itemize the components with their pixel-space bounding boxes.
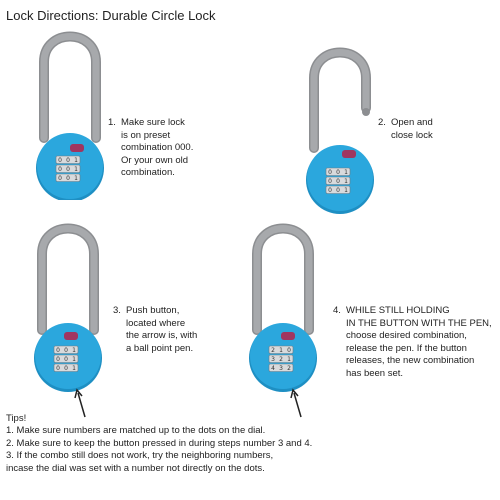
- step-text-line: a ball point pen.: [126, 342, 194, 354]
- combination-dial-row: [53, 363, 79, 372]
- combination-digit: 2: [279, 356, 283, 363]
- combination-digit: 1: [344, 178, 348, 185]
- combination-dial-row: [268, 363, 294, 372]
- step-text-line: close lock: [391, 129, 433, 141]
- combination-dial-row: [55, 164, 81, 173]
- step-text-line: is on preset: [121, 129, 171, 141]
- combination-digit: 0: [287, 347, 291, 354]
- combination-digit: 3: [279, 365, 283, 372]
- combination-dial-row: [325, 185, 351, 194]
- combination-dial-row: [55, 173, 81, 182]
- step-text-line: releases, the new combination: [346, 355, 475, 366]
- combination-digit: 0: [328, 169, 332, 176]
- step-number: 2.: [378, 117, 386, 128]
- step-number: 4.: [333, 305, 341, 316]
- step-number: 3.: [113, 305, 121, 316]
- tip-item: 1. Make sure numbers are matched up to t…: [6, 425, 266, 437]
- tips-heading: Tips!: [6, 413, 27, 424]
- combination-digit: 0: [66, 166, 70, 173]
- step-text-line: has been set.: [346, 367, 404, 379]
- combination-digit: 0: [58, 157, 62, 164]
- step-number: 1.: [108, 117, 116, 128]
- combination-digit: 2: [271, 347, 275, 354]
- page-title: Lock Directions: Durable Circle Lock: [6, 8, 216, 23]
- combination-digit: 1: [279, 347, 283, 354]
- combination-dial-row: [268, 354, 294, 363]
- step-text-line: the arrow is, with: [126, 330, 198, 341]
- step-text-line: Make sure lock: [121, 117, 185, 128]
- combination-digit: 0: [56, 347, 60, 354]
- step-text-line: IN THE BUTTON WITH THE PEN,: [346, 317, 492, 329]
- step-text-line: Or your own old: [121, 154, 189, 166]
- tip-item: 2. Make sure to keep the button pressed …: [6, 437, 313, 449]
- step-text-line: Push button,: [126, 305, 180, 316]
- step-text-line: Open and: [391, 117, 433, 128]
- step-text-line: combination 000.: [121, 142, 194, 153]
- combination-digit: 2: [287, 365, 291, 372]
- combination-digit: 0: [66, 157, 70, 164]
- combination-digit: 1: [72, 356, 76, 363]
- combination-digit: 0: [328, 187, 332, 194]
- combination-digit: 0: [66, 175, 70, 182]
- combination-dial-row: [55, 155, 81, 164]
- combination-digit: 0: [64, 365, 68, 372]
- combination-digit: 0: [336, 187, 340, 194]
- step-text-line: combination.: [121, 167, 175, 178]
- combination-digit: 1: [344, 187, 348, 194]
- tips-section: Tips! 1. Make sure numbers are matched u…: [6, 413, 312, 475]
- combination-digit: 1: [74, 166, 78, 173]
- combination-digit: 0: [64, 356, 68, 363]
- step-4: 4. WHILE STILL HOLDING IN THE BUTTON WIT…: [333, 305, 492, 380]
- tip-item: 3. If the combo still does not work, try…: [6, 450, 274, 462]
- combination-digit: 0: [58, 175, 62, 182]
- arrow-up-icon: [288, 388, 308, 425]
- combination-digit: 0: [336, 169, 340, 176]
- combination-digit: 1: [72, 365, 76, 372]
- combination-digit: 3: [271, 356, 275, 363]
- step-2: 2. Open and close lock: [378, 117, 433, 142]
- tip-item: incase the dial was set with a number no…: [6, 462, 265, 474]
- combination-dial-row: [325, 176, 351, 185]
- step-text-line: release the pen. If the button: [346, 342, 467, 354]
- step-text-line: WHILE STILL HOLDING: [346, 305, 450, 316]
- combination-digit: 4: [271, 365, 275, 372]
- combination-digit: 0: [56, 365, 60, 372]
- combination-digit: 0: [64, 347, 68, 354]
- arrow-up-icon: [72, 388, 92, 425]
- combination-digit: 1: [74, 157, 78, 164]
- combination-digit: 0: [336, 178, 340, 185]
- combination-digit: 0: [328, 178, 332, 185]
- combination-dial-row: [325, 167, 351, 176]
- combination-digit: 1: [344, 169, 348, 176]
- combination-dial-row: [53, 345, 79, 354]
- combination-digit: 0: [58, 166, 62, 173]
- combination-digit: 1: [74, 175, 78, 182]
- combination-digit: 1: [287, 356, 291, 363]
- step-text-line: located where: [126, 317, 186, 329]
- step-3: 3. Push button, located where the arrow …: [113, 305, 197, 355]
- combination-digit: 1: [72, 347, 76, 354]
- combination-dial-row: [268, 345, 294, 354]
- step-text-line: choose desired combination,: [346, 330, 467, 341]
- step-1: 1. Make sure lock is on preset combinati…: [108, 117, 193, 180]
- combination-digit: 0: [56, 356, 60, 363]
- combination-dial-row: [53, 354, 79, 363]
